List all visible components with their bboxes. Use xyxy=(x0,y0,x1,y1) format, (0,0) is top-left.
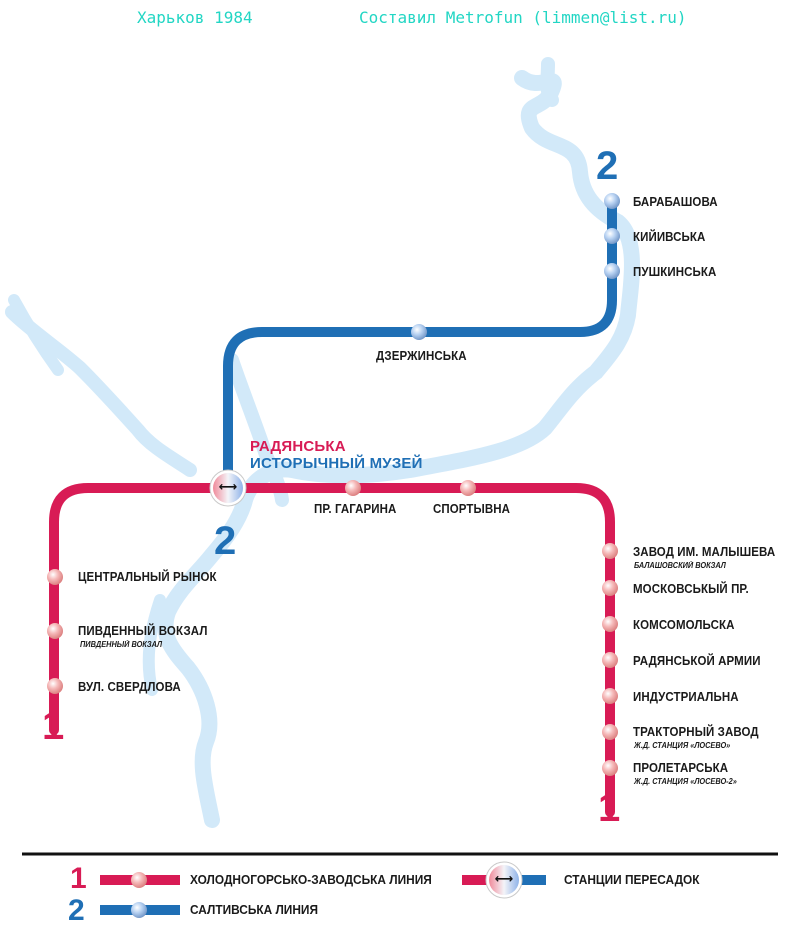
interchange-name-line1[interactable]: РАДЯНСЬКА xyxy=(250,438,346,455)
station-note-pivdenny-vokzal: ПИВДЕННЫЙ ВОКЗАЛ xyxy=(80,640,163,649)
station-dot-gagarina[interactable] xyxy=(345,480,361,496)
station-label-kyivska[interactable]: КИЙИВСЬКА xyxy=(633,230,706,244)
legend-line1-dot xyxy=(131,872,147,888)
legend-interchange-arrow-icon: ⟷ xyxy=(494,871,514,886)
legend-line2-name: САЛТИВСЬКА ЛИНИЯ xyxy=(190,903,318,917)
station-label-tsentralny-rynok[interactable]: ЦЕНТРАЛЬНЫЙ РЫНОК xyxy=(78,570,217,584)
station-dot-moskovsky[interactable] xyxy=(602,580,618,596)
line1-number-right: 1 xyxy=(598,786,621,830)
station-label-pushkinska[interactable]: ПУШКИНСЬКА xyxy=(633,265,717,279)
station-dot-dzerzhinska[interactable] xyxy=(411,324,427,340)
station-dot-sverdlova[interactable] xyxy=(47,678,63,694)
station-label-moskovsky[interactable]: МОСКОВСЬКЫЙ ПР. xyxy=(633,582,749,596)
station-label-gagarina[interactable]: ПР. ГАГАРИНА xyxy=(314,502,397,516)
station-label-komsomolska[interactable]: КОМСОМОЛЬСКА xyxy=(633,618,735,632)
station-dot-tsentralny-rynok[interactable] xyxy=(47,569,63,585)
station-note-traktorny: Ж.Д. СТАНЦИЯ «ЛОСЕВО» xyxy=(634,741,731,750)
station-dot-pivdenny-vokzal[interactable] xyxy=(47,623,63,639)
map-author: Составил Metrofun (limmen@list.ru) xyxy=(359,8,687,27)
legend-interchange-label: СТАНЦИИ ПЕРЕСАДОК xyxy=(564,873,700,887)
legend-interchange-node xyxy=(485,861,523,899)
line2-number-top: 2 xyxy=(596,144,619,188)
station-dot-kyivska[interactable] xyxy=(604,228,620,244)
legend-line2-number: 2 xyxy=(68,894,85,927)
line2-number-bottom: 2 xyxy=(214,519,237,563)
station-dot-pushkinska[interactable] xyxy=(604,263,620,279)
legend-interchange-right xyxy=(512,875,546,885)
station-label-proletarska[interactable]: ПРОЛЕТАРСЬКА xyxy=(633,761,729,775)
interchange-name-line2[interactable]: ИСТОРЫЧНЫЙ МУЗЕЙ xyxy=(250,455,423,472)
station-label-traktorny[interactable]: ТРАКТОРНЫЙ ЗАВОД xyxy=(633,725,759,739)
legend-line1-name: ХОЛОДНОГОРСЬКО-ЗАВОДСЬКА ЛИНИЯ xyxy=(190,873,432,887)
station-label-sportyvna[interactable]: СПОРТЫВНА xyxy=(433,502,511,516)
station-label-industrialna[interactable]: ИНДУСТРИАЛЬНА xyxy=(633,690,739,704)
interchange-node[interactable] xyxy=(209,469,247,507)
legend-interchange-left xyxy=(462,875,498,885)
station-note-proletarska: Ж.Д. СТАНЦИЯ «ЛОСЕВО-2» xyxy=(634,777,737,786)
station-label-malysheva[interactable]: ЗАВОД ИМ. МАЛЫШЕВА xyxy=(633,545,776,559)
legend-line1-number: 1 xyxy=(70,862,87,895)
map-title: Харьков 1984 xyxy=(137,8,253,27)
station-dot-industrialna[interactable] xyxy=(602,688,618,704)
station-label-sverdlova[interactable]: ВУЛ. СВЕРДЛОВА xyxy=(78,680,181,694)
line1-track xyxy=(49,483,615,817)
station-label-barabashova[interactable]: БАРАБАШОВА xyxy=(633,195,718,209)
station-dot-proletarska[interactable] xyxy=(602,760,618,776)
station-label-pivdenny-vokzal[interactable]: ПИВДЕННЫЙ ВОКЗАЛ xyxy=(78,624,208,638)
interchange-arrow-icon: ⟷ xyxy=(218,479,238,494)
station-dot-radyanskoi-armii[interactable] xyxy=(602,652,618,668)
station-label-radyanskoi-armii[interactable]: РАДЯНСЬКОЙ АРМИИ xyxy=(633,654,761,668)
station-dot-komsomolska[interactable] xyxy=(602,616,618,632)
station-label-dzerzhinska[interactable]: ДЗЕРЖИНСЬКА xyxy=(376,349,467,363)
station-dot-sportyvna[interactable] xyxy=(460,480,476,496)
station-dot-barabashova[interactable] xyxy=(604,193,620,209)
river xyxy=(5,57,640,828)
station-note-malysheva: БАЛАШОВСКИЙ ВОКЗАЛ xyxy=(634,561,726,570)
station-dot-traktorny[interactable] xyxy=(602,724,618,740)
station-dot-malysheva[interactable] xyxy=(602,543,618,559)
line1-number-left: 1 xyxy=(42,704,65,748)
legend-line2-dot xyxy=(131,902,147,918)
